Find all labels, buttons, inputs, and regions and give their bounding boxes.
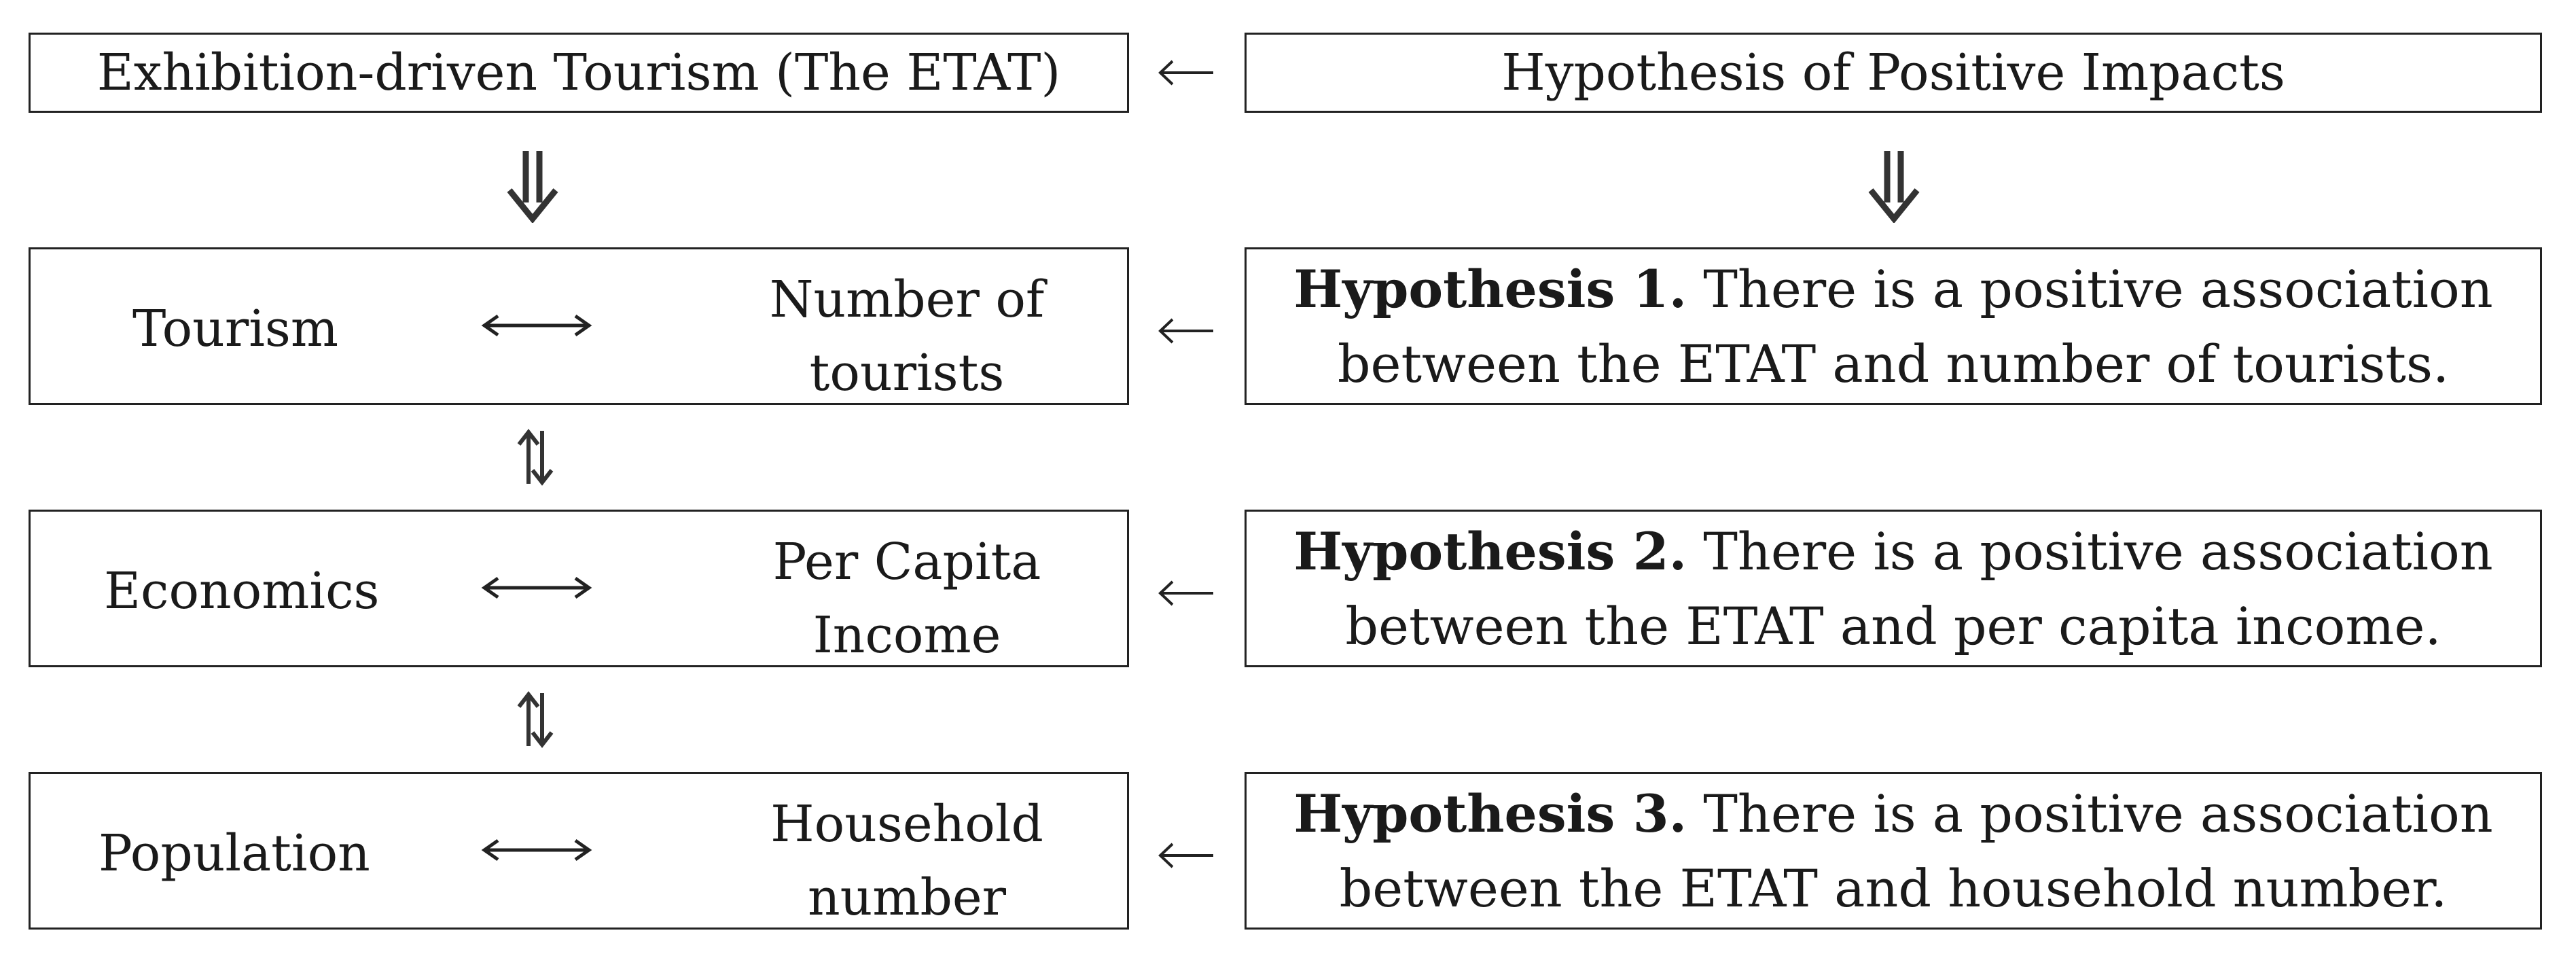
bidirectional-arrow-1 — [481, 314, 592, 337]
up-down-arrow-1 — [517, 429, 554, 486]
indicator-income: Per Capita Income — [710, 525, 1104, 672]
double-down-arrow-right — [1868, 151, 1920, 223]
hypothesis-2-box: Hypothesis 2. There is a positive associ… — [1245, 510, 2542, 667]
category-tourism: Tourism — [132, 300, 339, 358]
hypothesis-3-box: Hypothesis 3. There is a positive associ… — [1245, 772, 2542, 930]
hypothesis-2-text: Hypothesis 2. There is a positive associ… — [1247, 514, 2540, 664]
hypothesis-1-line1: There is a positive association — [1687, 259, 2493, 319]
indicator-line2: Income — [812, 606, 1001, 665]
category-economics: Economics — [104, 562, 380, 620]
hypothesis-2-label: Hypothesis 2. — [1293, 521, 1687, 582]
bidirectional-arrow-2 — [481, 576, 592, 599]
indicator-line2: tourists — [809, 344, 1005, 402]
economics-box: Economics Per Capita Income — [29, 510, 1129, 667]
indicator-tourists: Number of tourists — [710, 263, 1104, 410]
hypothesis-1-line2: between the ETAT and number of tourists. — [1337, 334, 2450, 394]
hypothesis-3-text: Hypothesis 3. There is a positive associ… — [1247, 777, 2540, 926]
etat-box: Exhibition-driven Tourism (The ETAT) — [29, 33, 1129, 113]
hypothesis-1-box: Hypothesis 1. There is a positive associ… — [1245, 247, 2542, 405]
left-arrow-row2 — [1158, 580, 1213, 606]
hypothesis-3-line2: between the ETAT and household number. — [1339, 858, 2448, 919]
left-arrow-row3 — [1158, 843, 1213, 868]
left-arrow-row1 — [1158, 318, 1213, 344]
hypothesis-2-line2: between the ETAT and per capita income. — [1345, 596, 2441, 656]
etat-title: Exhibition-driven Tourism (The ETAT) — [96, 43, 1061, 102]
hypothesis-1-text: Hypothesis 1. There is a positive associ… — [1247, 252, 2540, 402]
hypothesis-2-line1: There is a positive association — [1687, 521, 2493, 582]
left-arrow-top — [1158, 60, 1213, 86]
population-box: Population Household number — [29, 772, 1129, 930]
up-down-arrow-2 — [517, 691, 554, 748]
tourism-box: Tourism Number of tourists — [29, 247, 1129, 405]
indicator-line1: Number of — [769, 270, 1045, 329]
category-population: Population — [99, 824, 370, 883]
hypothesis-1-label: Hypothesis 1. — [1293, 259, 1687, 319]
double-down-arrow-left — [507, 151, 558, 223]
hypothesis-3-label: Hypothesis 3. — [1293, 783, 1687, 844]
hypothesis-header-box: Hypothesis of Positive Impacts — [1245, 33, 2542, 113]
indicator-line2: number — [807, 868, 1007, 927]
indicator-household: Household number — [710, 788, 1104, 934]
bidirectional-arrow-3 — [481, 838, 592, 862]
hypothesis-header: Hypothesis of Positive Impacts — [1501, 43, 2285, 102]
hypothesis-3-line1: There is a positive association — [1687, 783, 2493, 844]
indicator-line1: Household — [770, 795, 1043, 853]
indicator-line1: Per Capita — [772, 533, 1041, 591]
